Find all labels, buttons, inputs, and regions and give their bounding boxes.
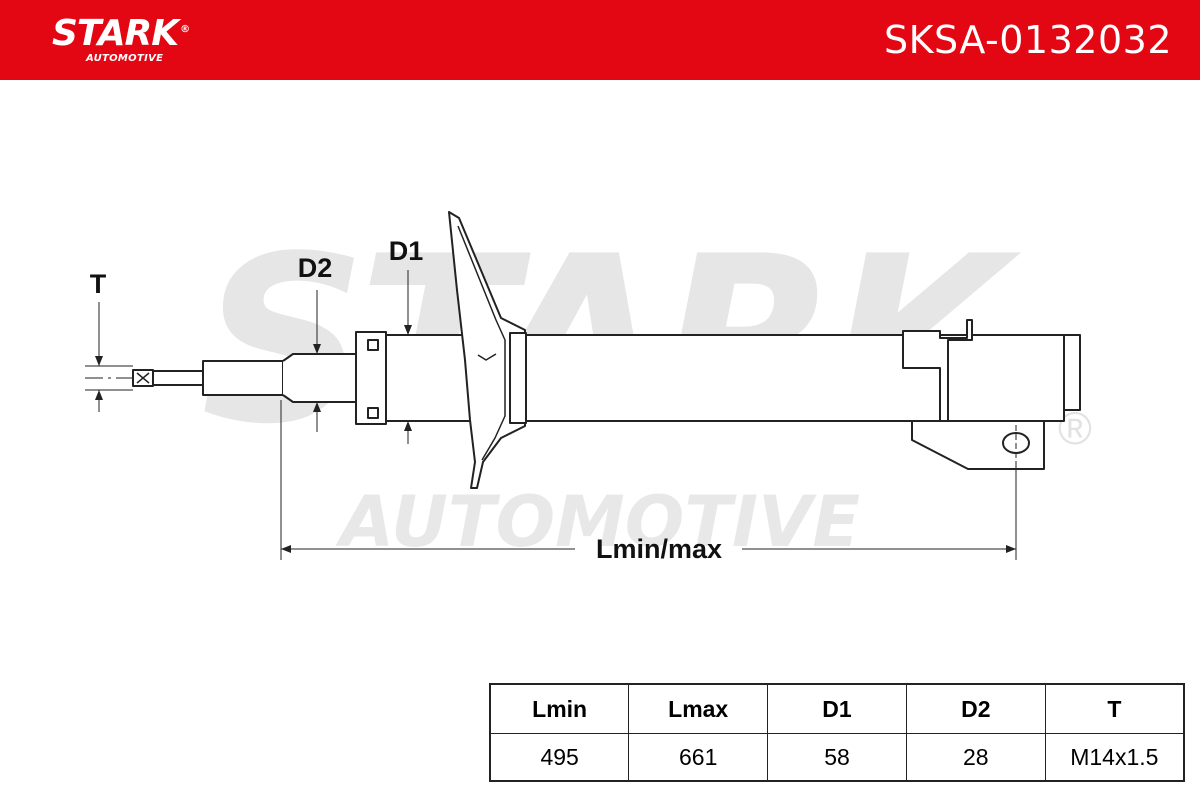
- bushing-clip-lower: [367, 407, 379, 419]
- top-mount-bushing: [355, 331, 387, 425]
- dim-label-t: T: [90, 269, 107, 299]
- specs-header-d1: D1: [767, 683, 907, 734]
- rod-hex-mark: [136, 372, 150, 384]
- specs-header-t: T: [1044, 683, 1185, 734]
- bushing-clip-upper: [367, 339, 379, 351]
- specs-value-row: 495 661 58 28 M14x1.5: [489, 733, 1185, 782]
- specs-header-lmax: Lmax: [628, 683, 769, 734]
- brand-subtitle: AUTOMOTIVE: [86, 53, 164, 64]
- specs-header-d2: D2: [905, 683, 1046, 734]
- rod-shoulder: [282, 353, 357, 403]
- rod-collar: [202, 360, 284, 396]
- part-number: SKSA-0132032: [884, 18, 1172, 62]
- tube-end-cap: [1064, 334, 1081, 411]
- spring-seat-plate: [448, 211, 526, 489]
- specs-header-row: Lmin Lmax D1 D2 T: [489, 683, 1185, 734]
- specs-value-lmin: 495: [489, 733, 630, 782]
- specs-value-lmax: 661: [628, 733, 769, 782]
- specs-value-d1: 58: [767, 733, 907, 782]
- brake-line-bracket: [902, 319, 973, 432]
- dim-label-d1: D1: [389, 236, 424, 266]
- header-bar: STARK® AUTOMOTIVE SKSA-0132032: [0, 0, 1200, 80]
- brand-logo: STARK® AUTOMOTIVE: [52, 10, 190, 64]
- specs-header-lmin: Lmin: [489, 683, 630, 734]
- brand-name: STARK: [52, 13, 179, 54]
- dim-label-d2: D2: [298, 253, 333, 283]
- specs-table: Lmin Lmax D1 D2 T 495 661 58 28 M14x1.5: [489, 683, 1185, 782]
- specs-value-d2: 28: [905, 733, 1046, 782]
- brand-registered-mark: ®: [180, 24, 190, 35]
- spring-seat-ring: [509, 332, 527, 424]
- specs-value-t: M14x1.5: [1044, 733, 1185, 782]
- dim-label-length: Lmin/max: [596, 534, 722, 564]
- spring-seat-inner-edge: [457, 225, 506, 461]
- piston-rod: [152, 370, 204, 386]
- spring-seat-notch: [477, 353, 497, 361]
